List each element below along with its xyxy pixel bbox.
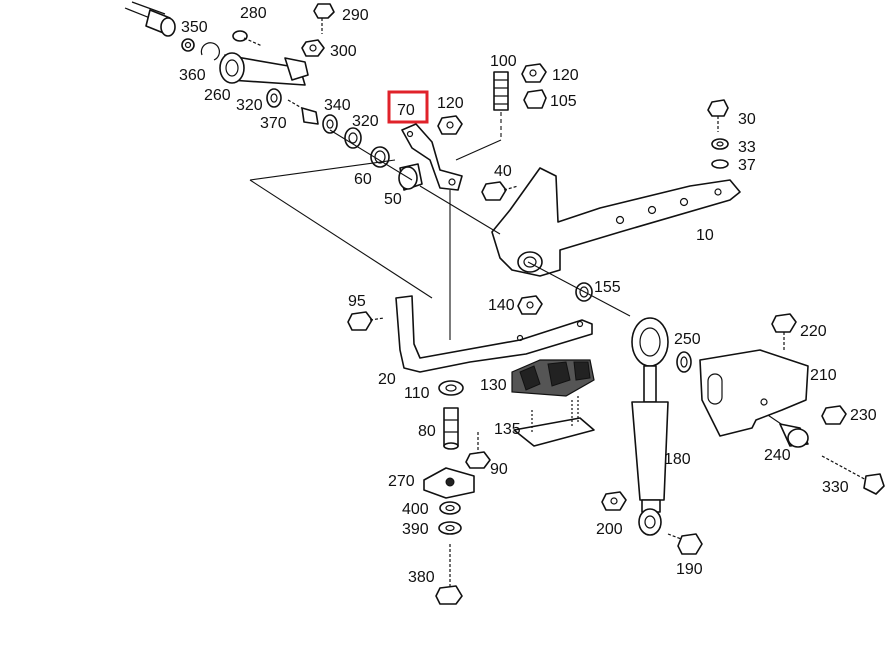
plate-135 [513, 396, 595, 447]
callout-190: 190 [676, 561, 703, 578]
nut-200 [601, 491, 627, 511]
bracket-70 [401, 123, 463, 191]
nut-120a [437, 115, 463, 135]
bolt-95 [347, 311, 385, 331]
bolt-90 [465, 432, 491, 469]
washer-320b [344, 127, 362, 149]
callout-240: 240 [764, 447, 791, 464]
bolt-280 [232, 30, 263, 47]
callout-120b: 120 [552, 67, 579, 84]
washer-110 [438, 380, 464, 396]
callout-220: 220 [800, 323, 827, 340]
callout-130: 130 [480, 377, 507, 394]
bushing-50 [398, 163, 423, 191]
callout-260: 260 [204, 87, 231, 104]
stabilizer-rod-end [124, 1, 220, 61]
callout-280: 280 [240, 5, 267, 22]
bracket-20 [395, 295, 593, 373]
callout-380: 380 [408, 569, 435, 586]
callout-37: 37 [738, 157, 756, 174]
callout-90: 90 [490, 461, 508, 478]
bolt-330 [821, 455, 885, 495]
washer-320a [266, 88, 282, 108]
callout-200: 200 [596, 521, 623, 538]
callout-230: 230 [850, 407, 877, 424]
callout-100: 100 [490, 53, 517, 70]
callout-labels: 350 280 290 300 360 260 320 370 340 320 … [179, 5, 877, 586]
callout-320a: 320 [236, 97, 263, 114]
bushing-260 [219, 52, 309, 86]
callout-33: 33 [738, 139, 756, 156]
callout-360: 360 [179, 67, 206, 84]
arm-10 [491, 167, 741, 277]
stud-100 [493, 71, 509, 140]
shock-absorber-180 [631, 317, 669, 536]
callout-120a: 120 [437, 95, 464, 112]
bracket-210 [699, 349, 809, 437]
callout-10: 10 [696, 227, 714, 244]
highlight-box [387, 90, 429, 124]
bolt-190 [667, 533, 703, 555]
nut-105 [523, 89, 547, 109]
washer-37 [711, 159, 729, 169]
plate-270 [423, 467, 475, 499]
washer-400 [439, 501, 461, 515]
callout-155: 155 [594, 279, 621, 296]
callout-250: 250 [674, 331, 701, 348]
callout-290: 290 [342, 7, 369, 24]
nut-120b [521, 63, 547, 83]
nut-300 [301, 39, 325, 57]
callout-320b: 320 [352, 113, 379, 130]
callout-210: 210 [810, 367, 837, 384]
callout-300: 300 [330, 43, 357, 60]
bolt-220 [771, 313, 797, 352]
callout-340: 340 [324, 97, 351, 114]
callout-330: 330 [822, 479, 849, 496]
callout-60: 60 [354, 171, 372, 188]
callout-110: 110 [404, 385, 430, 402]
callout-140: 140 [488, 297, 515, 314]
callout-270: 270 [388, 473, 415, 490]
callout-30: 30 [738, 111, 756, 128]
nut-230 [821, 405, 847, 425]
bolt-370 [287, 99, 319, 125]
callout-95: 95 [348, 293, 366, 310]
bolt-290 [313, 3, 335, 34]
callout-370: 370 [260, 115, 287, 132]
callout-20: 20 [378, 371, 396, 388]
callout-390: 390 [402, 521, 429, 538]
washer-250 [676, 351, 692, 373]
callout-50: 50 [384, 191, 402, 208]
standoff-80 [443, 407, 459, 450]
callout-135: 135 [494, 421, 521, 438]
callout-80: 80 [418, 423, 436, 440]
washer-390 [438, 521, 462, 535]
bolt-380 [435, 544, 463, 605]
bolt-30 [707, 99, 729, 132]
nut-140 [517, 295, 543, 315]
callout-400: 400 [402, 501, 429, 518]
pin-240 [779, 423, 809, 448]
rubber-mount-130 [511, 359, 595, 397]
washer-340 [322, 114, 338, 134]
callout-105: 105 [550, 93, 577, 110]
bolt-40 [481, 181, 519, 201]
callout-350: 350 [181, 19, 208, 36]
callout-40: 40 [494, 163, 512, 180]
callout-180: 180 [664, 451, 691, 468]
callout-70: 70 [397, 102, 415, 119]
washer-33 [711, 138, 729, 150]
